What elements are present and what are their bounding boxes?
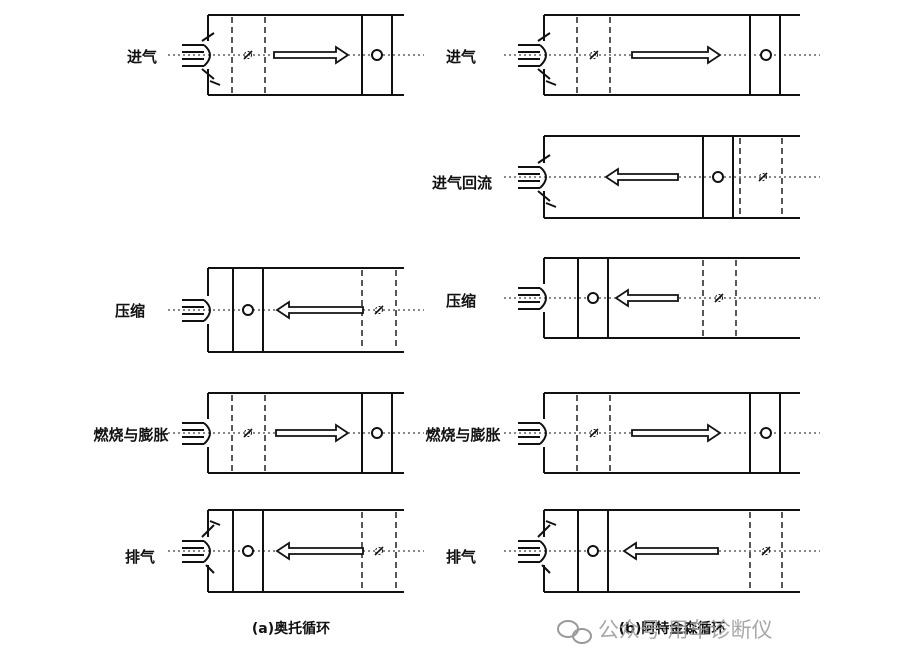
- caption-atkinson-cycle: (b)阿特金森循环: [619, 620, 726, 637]
- arrow-left-icon: [622, 541, 719, 561]
- piston: [361, 393, 393, 473]
- caption-otto-cycle: (a)奥托循环: [252, 620, 330, 637]
- label-b-exhaust: 排气: [446, 548, 476, 566]
- valve-port-icon: [182, 299, 211, 322]
- arrow-right-icon: [275, 423, 350, 443]
- label-b-compression: 压缩: [446, 292, 476, 310]
- arrow-right-icon: [631, 423, 722, 443]
- stroke-panels: [168, 14, 820, 593]
- arrow-left-icon: [275, 300, 364, 320]
- cylinder-a-4: [168, 509, 424, 593]
- watermark-text: 公众号·用车诊断仪: [598, 618, 773, 642]
- arrow-right-icon: [631, 45, 722, 65]
- arrow-left-icon: [614, 288, 679, 308]
- label-a-compression: 压缩: [115, 302, 145, 320]
- cylinder-b-4: [504, 392, 820, 474]
- cylinder-a-2: [168, 267, 424, 353]
- label-b-intake: 进气: [446, 48, 476, 66]
- piston: [577, 510, 609, 592]
- arrow-left-icon: [275, 541, 364, 561]
- valve-port-icon: [518, 32, 557, 86]
- piston: [749, 15, 781, 95]
- wechat-logo-icon: [557, 620, 592, 644]
- cylinder-a-1: [168, 14, 424, 96]
- label-a-intake: 进气: [127, 48, 157, 66]
- valve-port-icon: [518, 422, 547, 445]
- cylinder-a-3: [168, 392, 424, 474]
- piston: [232, 268, 264, 352]
- valve-port-icon: [182, 520, 221, 574]
- valve-port-icon: [182, 422, 211, 445]
- label-a-exhaust: 排气: [125, 548, 155, 566]
- arrow-right-icon: [273, 45, 350, 65]
- label-a-combustion-expansion: 燃烧与膨胀: [93, 426, 168, 444]
- label-b-intake-backflow: 进气回流: [432, 174, 492, 192]
- valve-port-icon: [518, 520, 557, 574]
- arrow-left-icon: [604, 167, 679, 187]
- piston: [749, 393, 781, 473]
- valve-port-icon: [182, 32, 221, 86]
- cylinder-b-1: [504, 14, 820, 96]
- piston: [232, 510, 264, 592]
- label-b-combustion-expansion: 燃烧与膨胀: [425, 426, 500, 444]
- valve-port-icon: [518, 287, 547, 310]
- piston: [702, 136, 734, 218]
- valve-port-icon: [518, 154, 557, 208]
- cylinder-b-5: [504, 509, 820, 593]
- cylinder-b-3: [504, 257, 820, 339]
- piston: [361, 15, 393, 95]
- cylinder-b-2: [504, 135, 820, 219]
- piston: [577, 258, 609, 338]
